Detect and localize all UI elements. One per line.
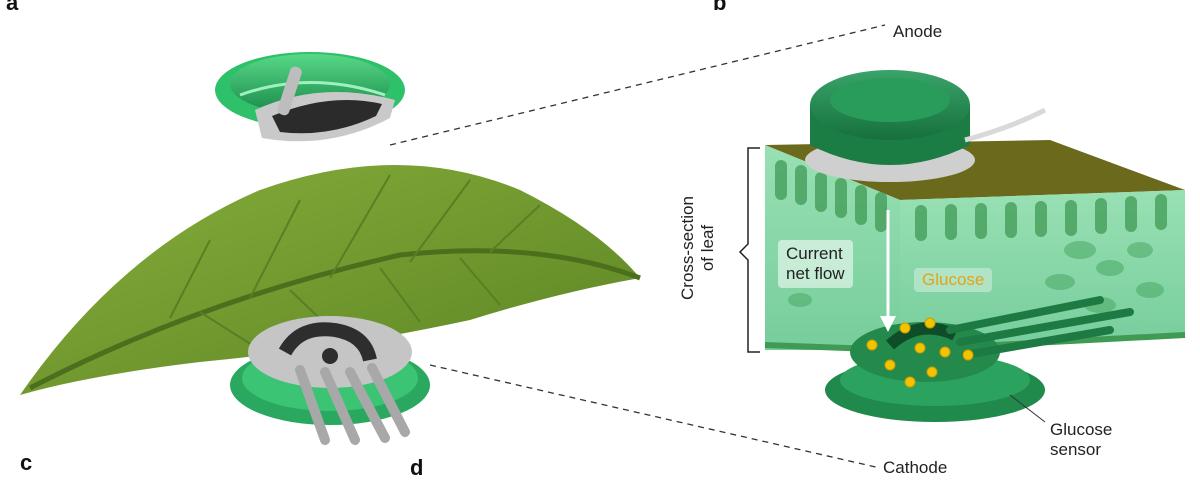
- current-net-flow-label: Current net flow: [778, 240, 853, 288]
- cross-section-label-line1: Cross-section: [678, 196, 697, 300]
- anode-wire: [964, 107, 1047, 143]
- panel-label-a: a: [6, 0, 19, 15]
- leader-line-cathode: [429, 364, 881, 469]
- anode-cap: [805, 70, 1047, 182]
- right-sensor: [825, 296, 1134, 422]
- anode-label: Anode: [893, 22, 943, 41]
- panel-label-b: b: [713, 0, 727, 15]
- leaf-midrib: [28, 248, 641, 391]
- glucose-label: Glucose: [914, 268, 993, 292]
- cross-section-label-line2: of leaf: [698, 224, 717, 272]
- leader-lines: [389, 24, 886, 469]
- leaf-veins: [169, 174, 541, 351]
- sensor-dark-arc: [278, 322, 377, 362]
- glucose-sensor-label: Glucose sensor: [1050, 420, 1112, 460]
- sensor-leads: [295, 363, 410, 445]
- sensor-center-dot: [322, 348, 338, 364]
- cathode-label: Cathode: [883, 458, 948, 477]
- palisade-cells: [775, 160, 1167, 241]
- current-label-line1: Current: [786, 244, 843, 263]
- top-electrode-wire: [277, 66, 302, 116]
- leaf-blade: [20, 165, 640, 395]
- current-flow-arrow: [880, 210, 896, 332]
- bottom-electrode-c-d: [230, 316, 430, 445]
- glucose-sensor-label-line2: sensor: [1050, 440, 1102, 459]
- glucose-sensor-label-line1: Glucose: [1050, 420, 1113, 439]
- top-electrode-a: [215, 52, 405, 142]
- sensor-leads-right: [946, 296, 1134, 359]
- glucose-molecules: [866, 317, 974, 388]
- spongy-cells: [788, 241, 1164, 313]
- top-electrode-dark-pad: [272, 100, 382, 134]
- leaf: [20, 165, 641, 395]
- glucose-sensor-pointer: [1009, 394, 1046, 423]
- cross-section-label: Cross-section of leaf: [678, 188, 718, 308]
- current-label-line2: net flow: [786, 264, 845, 283]
- top-electrode-highlight: [239, 81, 386, 97]
- panel-label-c: c: [20, 450, 33, 475]
- block-right-face: [900, 190, 1185, 350]
- cross-section-bracket: [738, 147, 760, 353]
- anode-top-inner: [830, 78, 950, 122]
- leader-line-anode: [389, 24, 886, 146]
- panel-label-d: d: [410, 455, 424, 480]
